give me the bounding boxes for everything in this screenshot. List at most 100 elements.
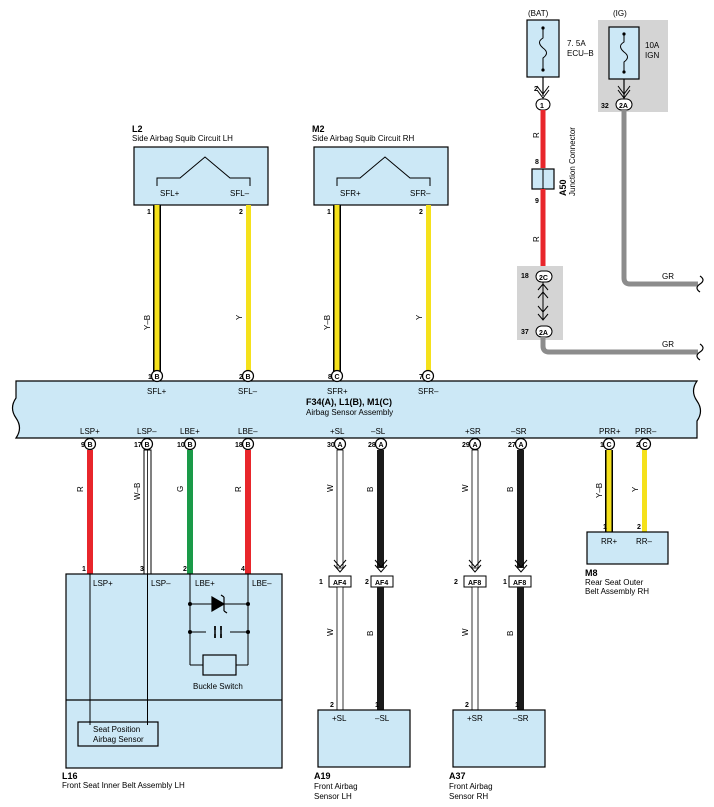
svg-text:3: 3: [140, 566, 144, 573]
junction-pin-bottom: 9: [535, 198, 539, 205]
pin-conn: B: [155, 374, 160, 381]
joint-arrow: [537, 282, 549, 321]
pin-conn: A: [338, 442, 343, 449]
squib-rh-name: Side Airbag Squib Circuit RH: [312, 134, 414, 143]
belt-lh-box: [65, 573, 283, 769]
pin-number: 8: [328, 374, 332, 381]
svg-text:2A: 2A: [539, 330, 548, 337]
squib-lh-wire1-label: Y–B: [143, 315, 152, 330]
svg-text:AF8: AF8: [513, 580, 526, 587]
sensor-rh-name-2: Sensor RH: [449, 792, 488, 801]
belt-lh-lsp-lines: [89, 574, 148, 725]
ig-fuse-icon: [620, 34, 628, 72]
joint-pin-lower: 37: [521, 329, 529, 336]
squib-lh-id: L2: [132, 124, 143, 134]
pin-conn: A: [473, 442, 478, 449]
wire-prr-minus: [642, 450, 647, 532]
pin-circle: [241, 369, 255, 383]
pin-circle: [374, 437, 388, 451]
pin-label: –SL: [371, 427, 386, 436]
pin-conn: B: [88, 442, 93, 449]
squib-rh-wire1-label: Y–B: [323, 315, 332, 330]
seat-sensor-label-2: Airbag Sensor: [93, 735, 144, 744]
squib-lh-wire2-label: Y: [235, 314, 244, 320]
wire-sr-plus-upper: [471, 449, 479, 569]
svg-text:AF4: AF4: [333, 580, 346, 587]
pin-label: LBE–: [238, 427, 258, 436]
sensor-rh-box: [452, 709, 546, 768]
rear-belt-name-1: Rear Seat Outer: [585, 578, 644, 587]
rear-belt-id: M8: [585, 568, 598, 578]
svg-text:1: 1: [603, 524, 607, 531]
rear-belt-box: [586, 531, 669, 565]
pin-conn: C: [426, 374, 431, 381]
pin-number: 7: [419, 374, 423, 381]
pin-number: 2: [239, 374, 243, 381]
pin-circle: [330, 369, 344, 383]
pin-circle: [421, 369, 435, 383]
squib-rh-box: [313, 146, 449, 206]
wire-sl-plus-lower: [336, 586, 344, 711]
ig-label: (IG): [613, 9, 627, 18]
pin-label: LSP–: [137, 427, 157, 436]
squib-rh-wire2-label: Y: [415, 314, 424, 320]
wire-label-wb: W–B: [133, 483, 142, 500]
zener-diode-icon: [211, 594, 228, 614]
pin-conn: C: [607, 442, 612, 449]
wire-lsp-minus: [143, 449, 152, 575]
seat-sensor-label-1: Seat Position: [93, 725, 140, 734]
pin-conn: A: [379, 442, 384, 449]
pin-label: +SR: [465, 427, 481, 436]
svg-text:W: W: [461, 628, 470, 636]
belt-lh-id: L16: [62, 771, 78, 781]
svg-text:B: B: [366, 487, 375, 492]
wire-lbe-plus: [187, 450, 193, 574]
pin-label: –SR: [511, 427, 527, 436]
wire-prr-plus: [605, 450, 613, 532]
pin-circle: [638, 437, 652, 451]
wire-break-lower: [696, 343, 704, 361]
belt-lh-term-lbe-plus: LBE+: [195, 579, 215, 588]
pin-label: SFL–: [238, 387, 258, 396]
bat-fuse-rating: 7. 5A: [567, 39, 586, 48]
svg-text:1: 1: [515, 702, 519, 709]
af-connector-lh: 1 AF4 2 AF4: [319, 559, 394, 588]
svg-text:AF4: AF4: [375, 580, 388, 587]
svg-text:2: 2: [183, 566, 187, 573]
svg-text:4: 4: [241, 566, 245, 573]
joint-pin-upper: 18: [521, 273, 529, 280]
pin-circle: [183, 437, 197, 451]
pin-circle: [241, 437, 255, 451]
sensor-lh-term2: –SL: [375, 714, 390, 723]
squib-lh-name: Side Airbag Squib Circuit LH: [132, 134, 233, 143]
svg-text:1: 1: [82, 566, 86, 573]
pin-circle: [150, 369, 164, 383]
pin-conn: B: [246, 374, 251, 381]
pin-number: 10: [177, 442, 185, 449]
squib-rh-id: M2: [312, 124, 325, 134]
pin-circle: [333, 437, 347, 451]
joint-gray-wire: [540, 337, 698, 355]
wire-label-r1: R: [76, 486, 85, 492]
squib-rh-wire-1: [333, 205, 341, 372]
belt-lh-term-lbe-minus: LBE–: [252, 579, 272, 588]
ig-gray-wire: [621, 110, 698, 287]
svg-text:B: B: [366, 631, 375, 636]
wire-sr-plus-lower: [471, 586, 479, 711]
rear-belt-name-2: Belt Assembly RH: [585, 587, 649, 596]
wire-sl-minus-lower: [377, 587, 384, 710]
sensor-rh-name-1: Front Airbag: [449, 782, 493, 791]
pin-label: LBE+: [180, 427, 200, 436]
svg-text:2: 2: [419, 209, 423, 216]
svg-text:1: 1: [375, 702, 379, 709]
squib-lh-term1: SFL+: [160, 189, 180, 198]
squib-lh-icon: [156, 156, 251, 186]
rear-belt-term2: RR–: [636, 537, 653, 546]
